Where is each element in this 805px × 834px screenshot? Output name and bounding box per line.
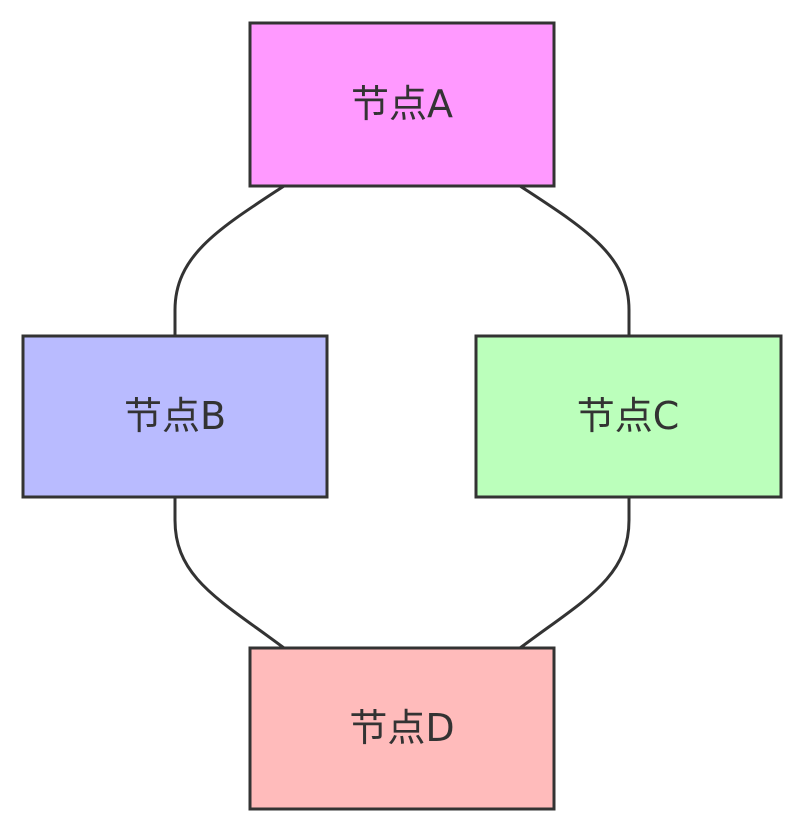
node-b-box (21, 334, 329, 499)
node-a[interactable]: 节点A (248, 21, 556, 188)
node-d[interactable]: 节点D (248, 646, 556, 811)
edge-a-to-c (519, 184, 631, 336)
node-c-label: 节点C (577, 394, 680, 438)
node-c[interactable]: 节点C (474, 334, 783, 499)
node-b-label: 节点B (124, 394, 226, 438)
node-a-box (248, 21, 556, 188)
node-b[interactable]: 节点B (21, 334, 329, 499)
edge-c-to-d (519, 497, 631, 650)
node-c-box (474, 334, 783, 499)
node-d-box (248, 646, 556, 811)
edge-a-to-b (173, 184, 285, 336)
edge-b-to-d (173, 497, 285, 650)
node-d-label: 节点D (349, 706, 454, 750)
edges (173, 184, 631, 650)
node-a-label: 节点A (351, 82, 453, 126)
